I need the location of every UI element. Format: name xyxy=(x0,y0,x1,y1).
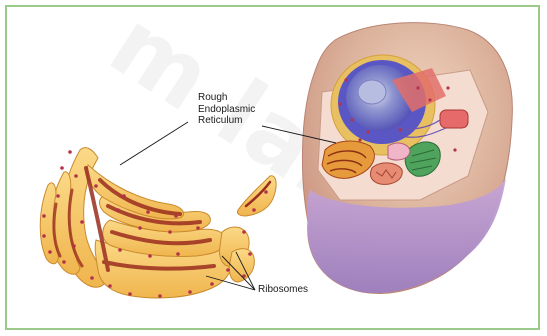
rer-leader-left xyxy=(120,122,188,165)
ribosome-dot xyxy=(358,138,361,141)
ribosome-dot xyxy=(416,86,419,89)
ribosome-dot xyxy=(453,148,456,151)
ribosome-dot xyxy=(338,102,341,105)
mitochondrion xyxy=(370,163,402,184)
ribosome-dot xyxy=(428,98,431,101)
nucleolus xyxy=(358,80,386,104)
ribosome-dot xyxy=(344,78,347,81)
right-organelle xyxy=(440,110,468,128)
ribosome-dot xyxy=(350,118,353,121)
animal-cell xyxy=(302,23,512,294)
ribosome-dot xyxy=(366,130,369,133)
er-upper-arc xyxy=(87,165,184,219)
label-ribosomes: Ribosomes xyxy=(258,284,308,296)
label-rer-line3: Reticulum xyxy=(198,115,255,127)
label-rer-line1: Rough xyxy=(198,92,255,104)
label-rough-er: Rough Endoplasmic Reticulum xyxy=(198,92,255,127)
label-rer-line2: Endoplasmic xyxy=(198,104,255,116)
ribosome-dot xyxy=(446,86,449,89)
lysosome-pink xyxy=(388,143,410,160)
ribosome-dot xyxy=(398,128,401,131)
